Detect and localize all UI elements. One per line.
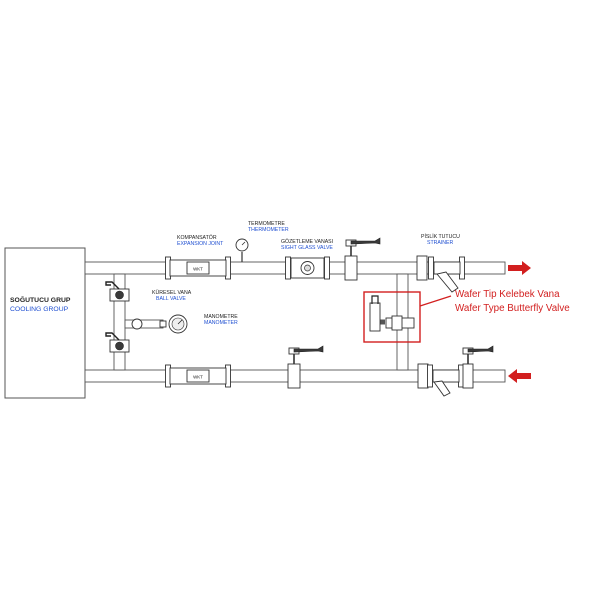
butterfly-valve-return bbox=[287, 345, 324, 389]
butterfly-valve-supply-2 bbox=[416, 255, 428, 281]
label-strainer-en: STRAINER bbox=[427, 240, 453, 246]
strainer-return bbox=[427, 345, 494, 397]
label-ball-valve-tr: KÜRESEL VANA bbox=[152, 289, 192, 296]
valve-handle-icon bbox=[350, 237, 381, 245]
label-expansion-joint: KOMPANSATÖR EXPANSION JOINT bbox=[177, 234, 224, 247]
bypass-butterfly-valve bbox=[369, 295, 415, 332]
label-sight-glass: GÖZETLEME VANASI SIGHT GLASS VALVE bbox=[281, 238, 333, 251]
label-sight-glass-en: SIGHT GLASS VALVE bbox=[281, 245, 333, 251]
cooling-group-box: SOĞUTUCU GRUP COOLING GROUP bbox=[4, 247, 86, 399]
cooling-group-title: SOĞUTUCU GRUP bbox=[10, 295, 71, 304]
label-thermometer-tr: TERMOMETRE bbox=[248, 221, 285, 227]
label-expansion-joint-en: EXPANSION JOINT bbox=[177, 241, 224, 247]
label-expansion-joint-tr: KOMPANSATÖR bbox=[177, 234, 217, 241]
ball-valve-lower bbox=[105, 332, 130, 353]
label-thermometer-en: THERMOMETER bbox=[248, 227, 289, 233]
ball-valve-upper bbox=[105, 281, 130, 302]
label-manometer-tr: MANOMETRE bbox=[204, 314, 238, 320]
arrow-right-icon bbox=[508, 261, 531, 275]
expansion-joint-return: WKT bbox=[165, 364, 231, 388]
valve-handle-icon bbox=[467, 345, 494, 353]
valve-handle-icon bbox=[371, 295, 379, 304]
strainer-icon bbox=[433, 380, 451, 397]
flow-arrow-return bbox=[508, 369, 531, 383]
ball-valve-handle-icon bbox=[105, 281, 120, 290]
strainer-supply bbox=[428, 256, 465, 293]
callout-box: Wafer Tip Kelebek Vana Wafer Type Butter… bbox=[363, 289, 570, 343]
callout-leader-line bbox=[419, 295, 452, 307]
label-manometer: MANOMETRE MANOMETER bbox=[204, 314, 238, 326]
valve-handle-icon bbox=[293, 345, 324, 353]
thermometer bbox=[235, 238, 249, 262]
expansion-joint-brand: WKT bbox=[193, 267, 203, 272]
butterfly-valve-supply bbox=[344, 237, 381, 281]
left-riser-pipe bbox=[113, 273, 126, 371]
label-manometer-en: MANOMETER bbox=[204, 320, 238, 326]
flow-arrow-supply bbox=[508, 261, 531, 275]
strainer-icon bbox=[436, 271, 459, 293]
manometer bbox=[131, 314, 188, 334]
label-ball-valve-en: BALL VALVE bbox=[156, 296, 186, 302]
expansion-joint-supply: WKT bbox=[165, 256, 231, 280]
label-strainer-tr: PİSLİK TUTUCU bbox=[421, 233, 460, 240]
label-strainer: PİSLİK TUTUCU STRAINER bbox=[421, 233, 460, 246]
cooling-group-subtitle: COOLING GROUP bbox=[10, 306, 69, 313]
arrow-left-icon bbox=[508, 369, 531, 383]
callout-title-tr: Wafer Tip Kelebek Vana bbox=[455, 289, 560, 300]
butterfly-valve-return-2 bbox=[417, 363, 429, 389]
sight-glass-valve bbox=[285, 256, 330, 280]
label-sight-glass-tr: GÖZETLEME VANASI bbox=[281, 238, 333, 245]
label-thermometer: TERMOMETRE THERMOMETER bbox=[248, 221, 289, 233]
expansion-joint-brand: WKT bbox=[193, 375, 203, 380]
callout-title-en: Wafer Type Butterfly Valve bbox=[455, 303, 570, 314]
ball-valve-handle-icon bbox=[105, 332, 120, 341]
manometer-branch-pipe bbox=[124, 319, 164, 329]
label-ball-valve: KÜRESEL VANA BALL VALVE bbox=[152, 289, 192, 302]
